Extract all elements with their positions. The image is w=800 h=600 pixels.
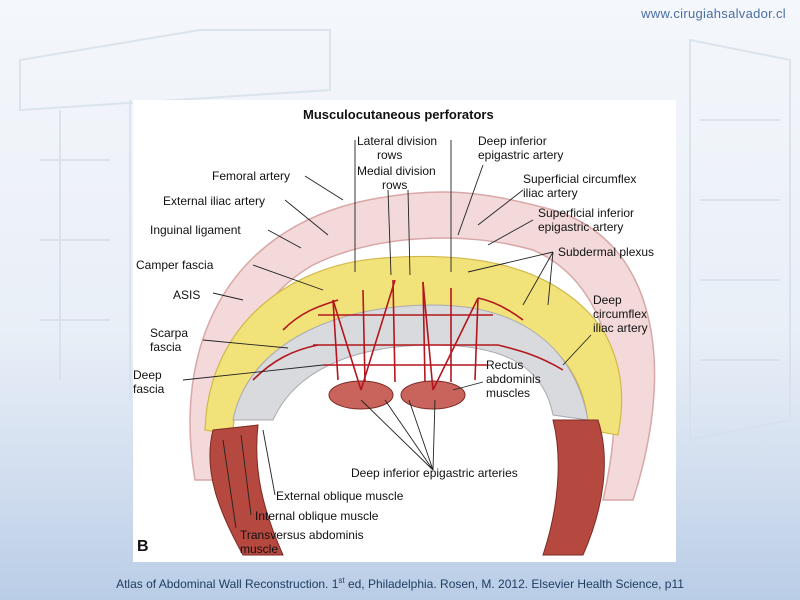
label-superficial-circumflex-iliac-artery: Superficial circumflex iliac artery bbox=[523, 172, 637, 200]
figure-title: Musculocutaneous perforators bbox=[303, 107, 494, 122]
label-deep-circumflex-iliac-artery: Deep circumflex iliac artery bbox=[593, 293, 648, 335]
label-transversus-abdominis-muscle: Transversus abdominis muscle bbox=[240, 528, 364, 556]
label-external-iliac-artery: External iliac artery bbox=[163, 194, 266, 208]
label-rectus-abdominis-muscles: Rectus abdominis muscles bbox=[486, 358, 541, 400]
panel-letter: B bbox=[137, 538, 149, 555]
label-superficial-inferior-epigastric-artery: Superficial inferior epigastric artery bbox=[538, 206, 635, 234]
skin-layer bbox=[189, 191, 656, 501]
right-oblique-muscles bbox=[542, 419, 605, 556]
abdominal-wall-cross-section bbox=[182, 140, 656, 556]
label-asis: ASIS bbox=[173, 288, 201, 302]
label-subdermal-plexus: Subdermal plexus bbox=[558, 245, 655, 259]
label-medial-division-rows: Medial division rows bbox=[357, 164, 436, 192]
figure-panel: Musculocutaneous perforators Lateral div… bbox=[133, 100, 676, 562]
label-internal-oblique-muscle: Internal oblique muscle bbox=[255, 509, 379, 523]
figure-caption: Atlas of Abdominal Wall Reconstruction. … bbox=[116, 576, 684, 591]
label-lateral-division-rows: Lateral division rows bbox=[357, 134, 438, 162]
label-inguinal-ligament: Inguinal ligament bbox=[150, 223, 241, 237]
label-camper-fascia: Camper fascia bbox=[136, 258, 214, 272]
leader-lines bbox=[182, 140, 592, 529]
label-scarpa-fascia: Scarpa fascia bbox=[150, 326, 189, 354]
label-deep-inferior-epigastric-arteries: Deep inferior epigastric arteries bbox=[351, 466, 518, 480]
label-deep-inferior-epigastric-artery: Deep inferior epigastric artery bbox=[478, 134, 564, 162]
right-rectus-muscle bbox=[400, 380, 466, 410]
label-deep-fascia: Deep fascia bbox=[133, 368, 165, 396]
label-femoral-artery: Femoral artery bbox=[212, 169, 291, 183]
arterial-network bbox=[252, 279, 564, 391]
site-url[interactable]: www.cirugiahsalvador.cl bbox=[641, 6, 786, 21]
left-rectus-muscle bbox=[328, 380, 394, 410]
label-external-oblique-muscle: External oblique muscle bbox=[276, 489, 404, 503]
left-oblique-muscles bbox=[209, 424, 284, 556]
